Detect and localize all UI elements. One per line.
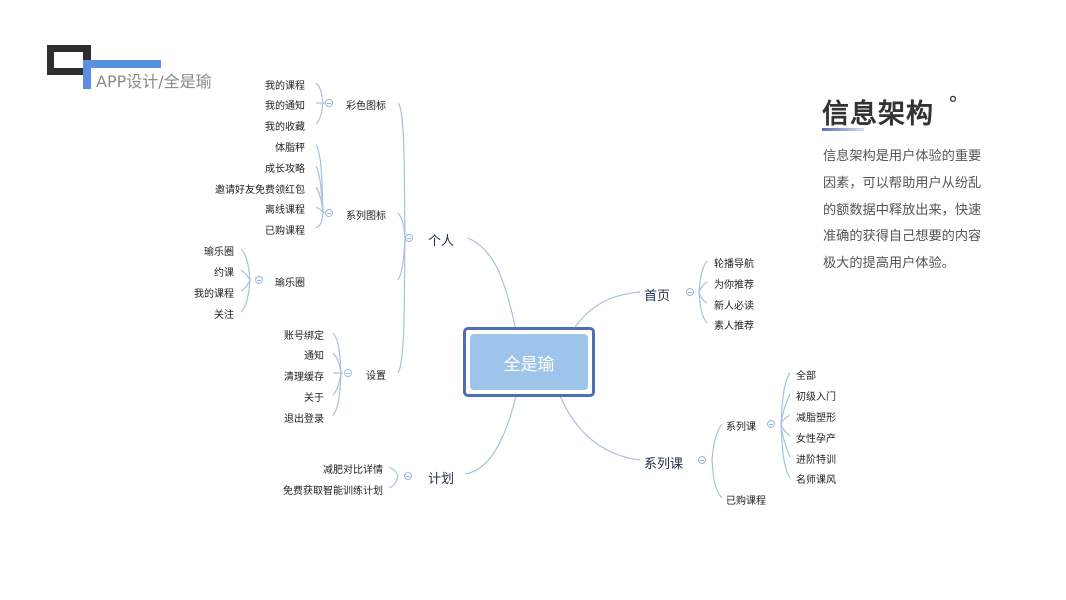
leaf-node[interactable]: 新人必读 [714, 301, 754, 312]
collapse-toggle-icon[interactable] [344, 369, 352, 377]
connector-root-personal [467, 237, 517, 331]
info-title-degree-mark: ° [948, 92, 958, 116]
leaf-node[interactable]: 全部 [796, 371, 816, 382]
node-settings[interactable]: 设置 [366, 371, 386, 382]
collapse-toggle-icon[interactable] [405, 234, 413, 242]
node-home[interactable]: 首页 [644, 289, 671, 304]
leaf-node[interactable]: 我的通知 [265, 101, 305, 112]
leaf-node[interactable]: 我的课程 [194, 289, 234, 300]
logo-blue-bar-icon [83, 60, 161, 68]
leaf-node[interactable]: 减肥对比详情 [323, 465, 383, 476]
leaf-node[interactable]: 素人推荐 [714, 321, 754, 332]
bracket-settings [332, 332, 342, 417]
leaf-node[interactable]: 成长攻略 [265, 164, 305, 175]
bracket-series-sub [780, 372, 791, 479]
leaf-node[interactable]: 轮播导航 [714, 259, 754, 270]
collapse-toggle-icon[interactable] [404, 472, 412, 480]
leaf-node[interactable]: 女性孕产 [796, 434, 836, 445]
info-description: 信息架构是用户体验的重要 因素，可以帮助用户从纷乱 的额数据中释放出来，快速 准… [823, 144, 993, 278]
leaf-node[interactable]: 已购课程 [265, 226, 305, 237]
node-series-icons[interactable]: 系列图标 [346, 211, 386, 222]
info-description-line: 的额数据中释放出来，快速 [823, 202, 982, 218]
leaf-node[interactable]: 为你推荐 [714, 280, 754, 291]
info-title-underline [822, 128, 864, 131]
info-title: 信息架构 [822, 99, 934, 130]
leaf-node[interactable]: 进阶特训 [796, 455, 836, 466]
connector-root-plan [464, 395, 517, 475]
root-node[interactable]: 全是瑜 [463, 327, 595, 397]
leaf-node[interactable]: 瑜乐圈 [204, 247, 234, 258]
leaf-node[interactable]: 关于 [304, 393, 324, 404]
leaf-node[interactable]: 通知 [304, 351, 324, 362]
leaf-node[interactable]: 我的课程 [265, 81, 305, 92]
leaf-node[interactable]: 免费获取智能训练计划 [283, 486, 383, 497]
leaf-node[interactable]: 退出登录 [284, 414, 324, 425]
leaf-node[interactable]: 清理缓存 [284, 372, 324, 383]
leaf-node[interactable]: 我的收藏 [265, 122, 305, 133]
collapse-toggle-icon[interactable] [686, 288, 694, 296]
collapse-toggle-icon[interactable] [767, 420, 775, 428]
collapse-toggle-icon[interactable] [325, 209, 333, 217]
leaf-node[interactable]: 关注 [214, 310, 234, 321]
node-plan[interactable]: 计划 [428, 472, 455, 487]
leaf-node[interactable]: 离线课程 [265, 205, 305, 216]
node-series-course[interactable]: 系列课 [644, 457, 684, 472]
bracket-series-course [711, 423, 723, 499]
bracket-personal-mid [397, 212, 406, 239]
bracket-personal-yule [397, 237, 406, 281]
bracket-plan [388, 466, 399, 489]
collapse-toggle-icon[interactable] [698, 456, 706, 464]
node-yule-circle[interactable]: 瑜乐圈 [275, 278, 305, 289]
logo-blue-stem-icon [83, 60, 91, 89]
info-description-line: 因素，可以帮助用户从纷乱 [823, 175, 982, 191]
bracket-personal [397, 102, 406, 374]
bracket-home [698, 260, 708, 324]
info-description-line: 准确的获得自己想要的内容 [823, 229, 982, 245]
leaf-node[interactable]: 初级入门 [796, 392, 836, 403]
leaf-node[interactable]: 减脂塑形 [796, 413, 836, 424]
page-header-title: APP设计/全是瑜 [96, 72, 212, 91]
leaf-node[interactable]: 账号绑定 [284, 331, 324, 342]
connector-root-series [559, 395, 641, 461]
info-description-line: 信息架构是用户体验的重要 [823, 149, 982, 164]
bracket-series-icons [315, 144, 324, 229]
leaf-node[interactable]: 约课 [214, 268, 234, 279]
connector-root-home [572, 291, 641, 331]
info-description-line: 极大的提高用户体验。 [823, 256, 955, 272]
leaf-node[interactable]: 邀请好友免费领红包 [215, 185, 305, 196]
leaf-node[interactable]: 体脂秤 [275, 143, 305, 154]
collapse-toggle-icon[interactable] [325, 99, 333, 107]
node-color-icons[interactable]: 彩色图标 [346, 101, 386, 112]
collapse-toggle-icon[interactable] [255, 276, 263, 284]
root-node-label: 全是瑜 [470, 334, 588, 390]
node-series-sub[interactable]: 系列课 [726, 422, 756, 433]
leaf-node[interactable]: 名师课风 [796, 475, 836, 486]
node-purchased-courses[interactable]: 已购课程 [726, 496, 766, 507]
node-personal[interactable]: 个人 [428, 234, 455, 249]
bracket-yule [240, 248, 251, 313]
